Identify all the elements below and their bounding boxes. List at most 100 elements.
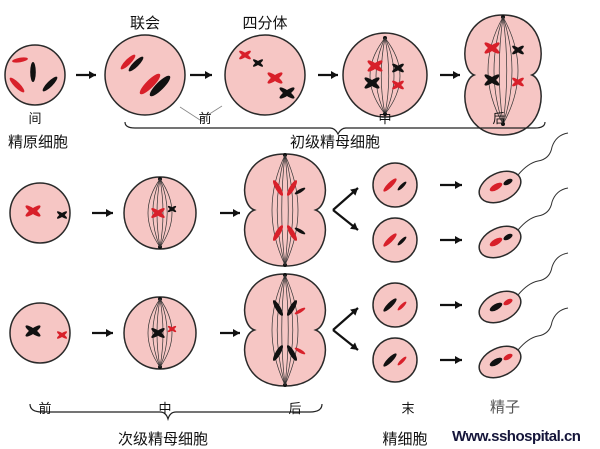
arrow-head <box>106 329 113 337</box>
spindle-fiber <box>369 37 386 115</box>
spindle-fiber <box>502 16 519 125</box>
spindle-fiber <box>380 37 386 115</box>
brace-primary <box>124 121 546 136</box>
cell <box>372 282 418 328</box>
stage-telophase: 末 <box>401 402 415 417</box>
chromosome <box>383 178 397 192</box>
spindle-fiber <box>159 178 164 248</box>
spindle-fiber <box>284 274 294 386</box>
cell <box>342 32 428 118</box>
spindle-fiber <box>159 178 173 248</box>
chromosome <box>383 353 397 367</box>
chromosome <box>25 325 41 337</box>
arrow-head <box>350 188 358 196</box>
label-synapsis: 联会 <box>129 14 161 32</box>
arrow-head <box>455 181 462 189</box>
arrow-head <box>205 71 212 79</box>
spindle-fiber <box>384 37 401 115</box>
watermark: Www.sshospital.cn <box>452 428 581 445</box>
chromosome <box>286 345 298 361</box>
chromosome <box>489 182 503 192</box>
dividing-cell <box>464 14 542 136</box>
spindle-fiber <box>375 37 386 115</box>
chromosome <box>397 181 407 191</box>
chromosome <box>294 347 306 355</box>
spindle-fiber <box>281 154 286 266</box>
chromosome <box>25 205 41 217</box>
chromosome <box>151 328 165 338</box>
chromosome <box>167 325 177 333</box>
chromosome <box>512 77 524 87</box>
chromosome <box>383 233 397 247</box>
cell <box>372 217 418 263</box>
sperm-tail <box>517 252 569 296</box>
chromosome <box>151 208 165 218</box>
chromosome <box>484 74 500 86</box>
spindle-fiber <box>493 16 504 125</box>
spindle-fiber <box>147 178 161 248</box>
cell <box>224 34 306 116</box>
label-tetrad: 四分体 <box>242 14 288 32</box>
chromosome <box>272 345 284 361</box>
spindle-fiber <box>284 154 294 266</box>
chromosome <box>489 237 503 247</box>
arrow-head <box>350 342 358 350</box>
group-sperm: 精子 <box>489 398 521 416</box>
spindle-fiber <box>284 274 299 386</box>
stage-prophase-1: 前 <box>198 112 212 127</box>
cell <box>372 162 418 208</box>
cell <box>9 182 71 244</box>
group-spermatid: 精细胞 <box>382 430 428 448</box>
arrow-head <box>455 356 462 364</box>
pointer-lines <box>179 105 223 121</box>
chromosome <box>294 307 306 315</box>
chromosome <box>286 300 298 316</box>
chromosome <box>503 353 513 361</box>
chromosome <box>272 225 284 241</box>
spindle-fiber <box>276 274 286 386</box>
chromosome <box>294 227 306 235</box>
chromosome <box>392 80 404 90</box>
spindle-fiber <box>159 178 168 248</box>
stage-anaphase-2: 后 <box>288 402 302 417</box>
chromosome <box>489 302 503 312</box>
arrow-head <box>89 71 96 79</box>
spindle-fiber <box>271 154 286 266</box>
group-spermatogonium: 精原细胞 <box>7 133 69 151</box>
chromosome <box>30 62 36 82</box>
spindle-fiber <box>152 298 161 368</box>
cell <box>9 302 71 364</box>
chromosome <box>239 50 251 60</box>
stage-metaphase-2: 中 <box>158 402 172 417</box>
cell <box>372 337 418 383</box>
spindle-fiber <box>284 274 289 386</box>
chromosome <box>56 331 68 339</box>
spindle-fiber <box>159 298 164 368</box>
spindle-fiber <box>159 298 168 368</box>
stage-interphase: 间 <box>28 112 42 127</box>
chromosome <box>42 76 58 92</box>
sperm-tail <box>517 187 569 231</box>
chromosome <box>12 57 28 63</box>
chromosome <box>397 236 407 246</box>
brace-secondary <box>29 403 323 422</box>
stage-metaphase-1: 中 <box>378 112 392 127</box>
chromosome <box>267 72 283 84</box>
stage-prophase-2: 前 <box>38 402 52 417</box>
arrow-head <box>106 209 113 217</box>
arrow-head <box>233 209 240 217</box>
chromosome <box>503 298 513 306</box>
chromosome <box>139 73 161 95</box>
spindle-fiber <box>487 16 504 125</box>
spindle-fiber <box>147 298 161 368</box>
chromosome <box>272 300 284 316</box>
chromosome <box>489 357 503 367</box>
spindle-fiber <box>384 37 390 115</box>
chromosome <box>503 233 513 241</box>
chromosome <box>364 77 380 89</box>
chromosome <box>252 59 264 67</box>
chromosome <box>512 45 524 55</box>
chromosome <box>383 298 397 312</box>
chromosome <box>272 180 284 196</box>
